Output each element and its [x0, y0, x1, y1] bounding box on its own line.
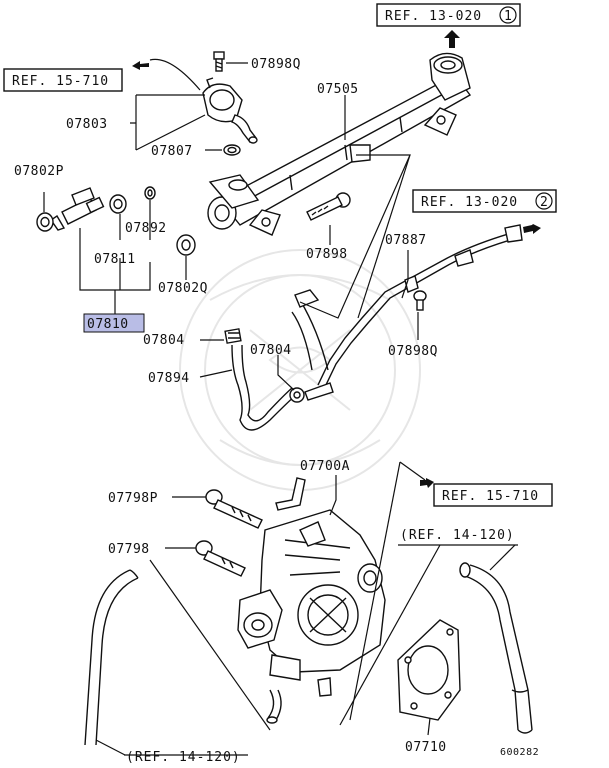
label-07798[interactable]: 07798 — [108, 542, 150, 557]
label-07894[interactable]: 07894 — [148, 371, 190, 386]
fuel-injector[interactable] — [50, 187, 105, 231]
ref-13-020-2-box[interactable]: REF. 13-020 2 — [412, 189, 557, 213]
label-07898Q-top[interactable]: 07898Q — [251, 57, 301, 72]
ref-15-710-a-text: REF. 15-710 — [12, 74, 109, 89]
pipe-arrow-right — [523, 224, 541, 234]
insulator-07802Q[interactable] — [176, 234, 196, 256]
ref-13-020-2-text: REF. 13-020 — [421, 195, 518, 210]
label-07892[interactable]: 07892 — [125, 221, 167, 236]
bolt-07798P[interactable] — [205, 489, 263, 529]
o-ring-07892[interactable] — [144, 186, 156, 200]
label-07802P[interactable]: 07802P — [14, 164, 64, 179]
label-07710[interactable]: 07710 — [405, 740, 447, 755]
label-07802Q[interactable]: 07802Q — [158, 281, 208, 296]
ref-arrows — [132, 58, 434, 488]
label-07798P[interactable]: 07798P — [108, 491, 158, 506]
ref-14-120-a-text[interactable]: (REF. 14-120) — [400, 528, 515, 543]
throttle-body[interactable] — [237, 477, 386, 724]
ref-15-710-a-box[interactable]: REF. 15-710 — [3, 68, 123, 92]
label-07811[interactable]: 07811 — [94, 252, 136, 267]
ref-13-020-2-number: 2 — [540, 195, 549, 210]
part-07810-highlight — [83, 313, 145, 333]
label-07804-upper[interactable]: 07804 — [143, 333, 185, 348]
seal-07802P[interactable] — [36, 212, 54, 232]
bolt-07798[interactable] — [195, 540, 246, 577]
fuel-pressure-regulator[interactable] — [202, 77, 258, 144]
gasket-07710[interactable] — [397, 619, 461, 721]
bolt-07898[interactable] — [306, 192, 351, 221]
label-07810[interactable]: 07810 — [87, 317, 129, 332]
screw-07898Q-pipe[interactable] — [413, 290, 427, 311]
label-07804-lower[interactable]: 07804 — [250, 343, 292, 358]
left-coolant-hose[interactable] — [84, 569, 139, 746]
screw-07898Q-top[interactable] — [213, 51, 225, 72]
label-07700A[interactable]: 07700A — [300, 459, 350, 474]
hose-clamp-07804-lower[interactable] — [289, 387, 305, 403]
ref-15-710-b-box[interactable]: REF. 15-710 — [433, 483, 553, 507]
label-07898[interactable]: 07898 — [306, 247, 348, 262]
diagram-code: 600282 — [500, 747, 539, 758]
ref-14-120-b-text[interactable]: (REF. 14-120) — [126, 750, 241, 765]
hose-clamp-07804-upper[interactable] — [224, 328, 242, 344]
label-07505[interactable]: 07505 — [317, 82, 359, 97]
ref-15-710-b-text: REF. 15-710 — [442, 489, 539, 504]
watermark-emblem — [179, 249, 421, 491]
label-07898Q-pipe[interactable]: 07898Q — [388, 344, 438, 359]
label-07803[interactable]: 07803 — [66, 117, 108, 132]
grommet-07811[interactable] — [109, 194, 127, 214]
fuel-rail-up-arrow — [444, 30, 460, 48]
ref-13-020-1-text: REF. 13-020 — [385, 9, 482, 24]
fuel-hose-07894[interactable] — [231, 344, 297, 431]
fuel-rail[interactable] — [207, 52, 472, 236]
leader-lines — [43, 62, 516, 756]
o-ring-07807[interactable] — [223, 144, 241, 156]
label-07807[interactable]: 07807 — [151, 144, 193, 159]
ref-13-020-1-box[interactable]: REF. 13-020 1 — [376, 3, 521, 27]
label-07887[interactable]: 07887 — [385, 233, 427, 248]
ref-13-020-1-number: 1 — [504, 9, 513, 24]
right-coolant-hose[interactable] — [459, 562, 533, 734]
